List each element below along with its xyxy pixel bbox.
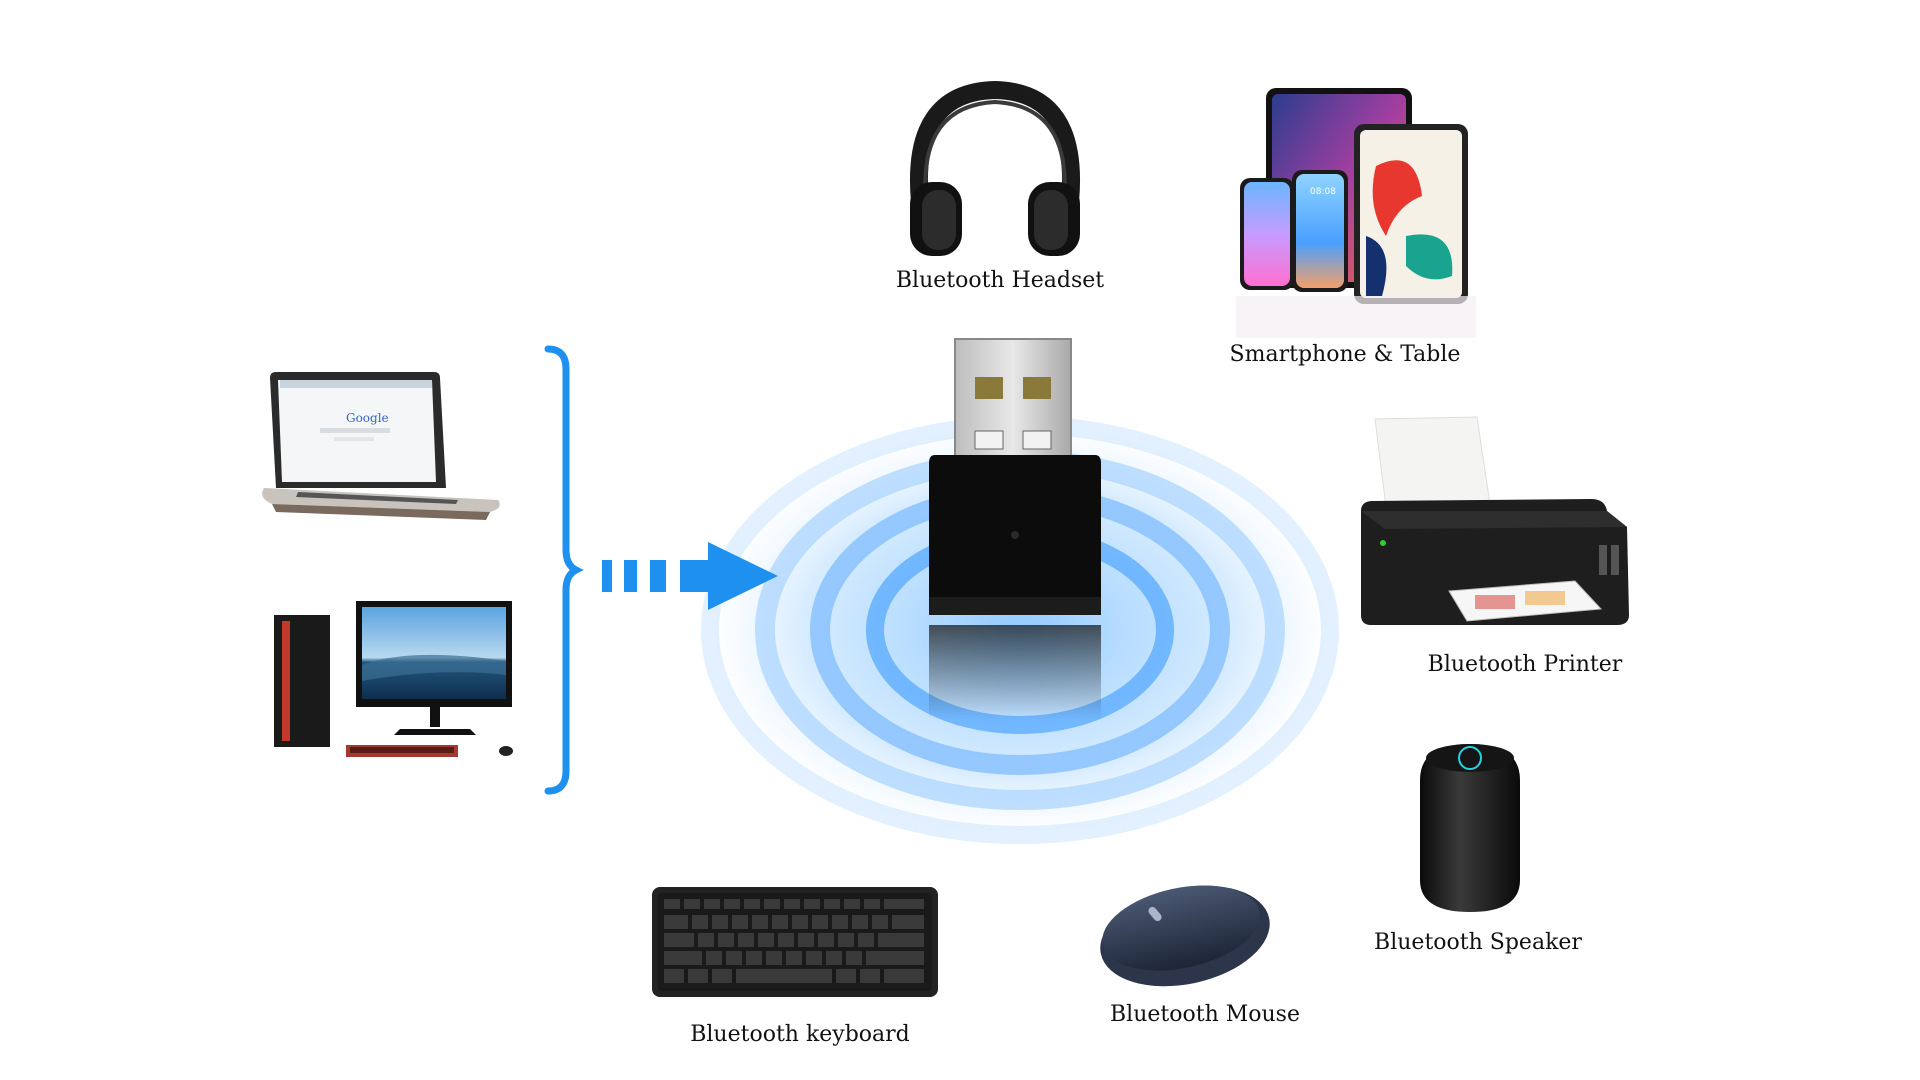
desktop-pc-icon [274,601,513,757]
speaker-label: Bluetooth Speaker [1374,930,1582,955]
printer-label: Bluetooth Printer [1427,652,1623,677]
keyboard-icon [652,887,938,997]
dashed-arrow-icon [602,542,778,610]
smartphone-tablet-icon: 08:08 [1236,88,1476,338]
keyboard-label: Bluetooth keyboard [690,1022,910,1047]
usb-dongle-icon [929,338,1101,720]
mouse-label: Bluetooth Mouse [1110,1002,1300,1027]
phone-time: 08:08 [1310,187,1336,197]
screen-search-brand: Google [346,411,389,425]
laptop-icon: Google [262,372,500,520]
mouse-icon [1100,885,1270,987]
headset-icon [910,80,1080,256]
bracket-icon [544,345,584,795]
headset-label: Bluetooth Headset [895,268,1105,293]
smartphone-label: Smartphone & Table [1229,342,1461,367]
printer-icon [1361,416,1629,625]
speaker-icon [1420,744,1520,912]
